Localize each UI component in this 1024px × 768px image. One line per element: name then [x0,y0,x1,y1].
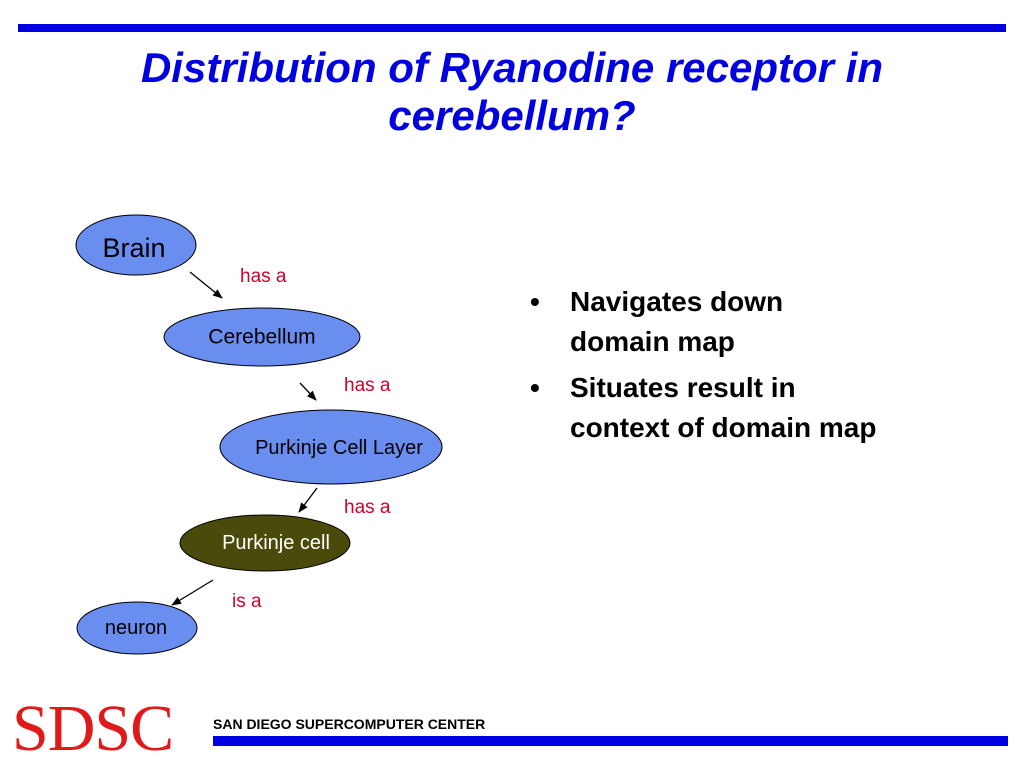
bullet-item-situates: • Situates result in context of domain m… [530,368,890,448]
bullet-list: • Navigates down domain map • Situates r… [530,282,890,454]
bullet-marker: • [530,372,540,403]
node-purkinje-cell-layer-label: Purkinje Cell Layer [255,437,423,459]
bullet-marker: • [530,286,540,317]
node-cerebellum-label: Cerebellum [208,326,315,349]
arrow-layer-to-cell [298,487,318,513]
arrow-brain-to-cerebellum [189,271,223,299]
arrow-cell-to-neuron [171,579,214,606]
node-purkinje-cell-label: Purkinje cell [222,532,330,554]
footer-caption: SAN DIEGO SUPERCOMPUTER CENTER [213,716,486,732]
arrow-cerebellum-to-layer [299,382,317,401]
node-brain: Brain [75,214,197,276]
node-purkinje-cell-layer: Purkinje Cell Layer [219,409,443,485]
node-neuron: neuron [76,601,198,655]
node-neuron-label: neuron [105,617,167,639]
edge-label-layer-cell: has a [344,497,391,518]
sdsc-logo: SDSC [12,692,174,765]
footer-rule [213,736,1008,746]
title-line-1: Distribution of Ryanodine receptor in [140,44,884,91]
edge-label-cell-neuron: is a [232,591,262,612]
title-line-2: cerebellum? [388,92,636,139]
top-rule [18,24,1006,32]
node-cerebellum: Cerebellum [163,307,361,367]
node-brain-label: Brain [102,233,165,263]
bullet-text-navigates: Navigates down domain map [570,286,784,357]
edge-label-cerebellum-layer: has a [344,375,391,396]
bullet-text-situates: Situates result in context of domain map [570,372,877,443]
bullet-item-navigates: • Navigates down domain map [530,282,890,362]
node-purkinje-cell: Purkinje cell [179,514,351,572]
slide-title: Distribution of Ryanodine receptor in ce… [30,44,994,140]
edge-label-brain-cerebellum: has a [240,266,287,287]
